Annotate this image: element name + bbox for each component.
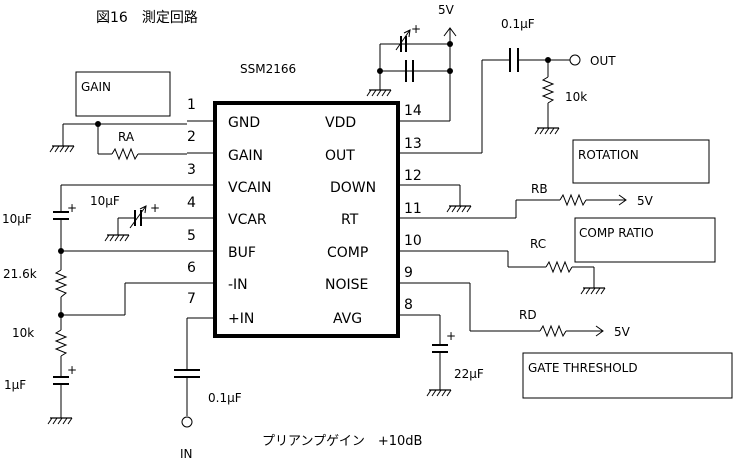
- pin-number: 1: [187, 97, 196, 113]
- cap-in-label: 0.1μF: [208, 391, 242, 405]
- gate-threshold-box: [522, 352, 733, 399]
- output-terminal: [569, 54, 581, 66]
- pin-number: 13: [404, 136, 422, 152]
- pin-name: GAIN: [228, 148, 263, 164]
- junction-dot: [377, 68, 383, 74]
- left-pin-leads: [187, 120, 215, 319]
- res-out-label: 10k: [565, 90, 587, 104]
- pin-number: 11: [404, 201, 422, 217]
- pin-name: NOISE: [325, 277, 368, 293]
- ground-icon: [426, 389, 452, 397]
- output-network: [481, 48, 570, 153]
- pin-number: 8: [404, 297, 413, 313]
- rd-label: RD: [519, 308, 537, 322]
- junction-dot: [95, 121, 101, 127]
- rb-supply-label: 5V: [637, 194, 654, 208]
- res-21k6-label: 21.6k: [3, 267, 37, 281]
- left-rc-network: [53, 184, 187, 418]
- pin-name: COMP: [327, 245, 368, 261]
- cap-vcain-label: 10μF: [2, 212, 32, 226]
- pin-name: DOWN: [330, 180, 376, 196]
- rotation-box: [572, 139, 710, 184]
- cap-avg-plus: +: [446, 329, 456, 343]
- rb-network: [515, 193, 627, 218]
- pin-number: 10: [404, 233, 422, 249]
- ra-label: RA: [118, 130, 135, 144]
- pin-name: VCAR: [228, 212, 267, 228]
- pin-number: 3: [187, 162, 196, 178]
- cap-vcar-label: 10μF: [90, 194, 120, 208]
- comp-ratio-box-label: COMP RATIO: [579, 226, 654, 240]
- ground-icon: [47, 417, 73, 425]
- rc-label: RC: [530, 237, 546, 251]
- rd-network: [469, 283, 604, 338]
- junction-dot: [447, 68, 453, 74]
- pin-name: OUT: [325, 148, 355, 164]
- pin-name: +IN: [228, 311, 254, 327]
- gain-box: [75, 71, 171, 117]
- comp-ratio-box: [574, 217, 716, 263]
- left-pin-numbers: 1 2 3 4 5 6 7: [187, 97, 196, 307]
- vcar-cap: [117, 205, 187, 235]
- chip-name: SSM2166: [240, 62, 296, 76]
- pin-number: 5: [187, 228, 196, 244]
- ground-icon: [534, 127, 560, 135]
- junction-dot: [447, 41, 453, 47]
- ground-icon: [366, 89, 392, 97]
- cap-avg-label: 22μF: [454, 367, 484, 381]
- right-pin-names: VDD OUT DOWN RT COMP NOISE AVG: [325, 115, 376, 327]
- pin-number: 4: [187, 195, 196, 211]
- figure-title: 図16 測定回路: [96, 10, 198, 26]
- cap-vcar-plus: +: [150, 201, 160, 215]
- vdd-network: [379, 27, 457, 121]
- pin-name: VDD: [325, 115, 356, 131]
- vdd-supply-label: 5V: [438, 3, 455, 17]
- pin-name: VCAIN: [228, 180, 272, 196]
- pin-name: BUF: [228, 245, 256, 261]
- rotation-box-label: ROTATION: [578, 148, 639, 162]
- vdd-cap-plus: +: [411, 22, 421, 36]
- ground-icon: [49, 145, 75, 153]
- cap-vcain-plus: +: [67, 201, 77, 215]
- pin-name: AVG: [333, 311, 362, 327]
- avg-cap: [432, 315, 448, 390]
- rb-label: RB: [531, 182, 548, 196]
- pin-name: RT: [341, 212, 359, 228]
- pin-name: -IN: [228, 277, 248, 293]
- gate-threshold-box-label: GATE THRESHOLD: [528, 361, 638, 375]
- left-pin-names: GND GAIN VCAIN VCAR BUF -IN +IN: [228, 115, 272, 327]
- right-pin-leads: [398, 120, 516, 316]
- input-label: IN: [180, 447, 193, 461]
- figure-caption: プリアンプゲイン +10dB: [262, 434, 422, 449]
- ground-icon: [104, 234, 130, 242]
- cap-bottom-plus: +: [67, 363, 77, 377]
- gain-box-label: GAIN: [81, 80, 111, 94]
- input-cap: [174, 318, 200, 416]
- junction-dot: [58, 248, 64, 254]
- rc-network: [507, 251, 595, 288]
- junction-dot: [58, 312, 64, 318]
- junction-dot: [545, 57, 551, 63]
- ra-network: [62, 123, 187, 161]
- pin-number: 2: [187, 129, 196, 145]
- pin-number: 14: [404, 103, 422, 119]
- pin-number: 12: [404, 168, 422, 184]
- cap-bottom-label: 1μF: [4, 378, 26, 392]
- input-terminal: [181, 416, 193, 428]
- right-pin-numbers: 14 13 12 11 10 9 8: [404, 103, 422, 313]
- ground-icon: [446, 205, 472, 213]
- pin-number: 9: [404, 265, 413, 281]
- rd-supply-label: 5V: [614, 325, 631, 339]
- pin-name: GND: [228, 115, 260, 131]
- ic-package: [213, 101, 400, 338]
- res-10k-label: 10k: [12, 326, 34, 340]
- pin-number: 7: [187, 291, 196, 307]
- pin-number: 6: [187, 260, 196, 276]
- ground-icon: [580, 287, 606, 295]
- output-label: OUT: [590, 54, 616, 68]
- cap-out-label: 0.1μF: [501, 17, 535, 31]
